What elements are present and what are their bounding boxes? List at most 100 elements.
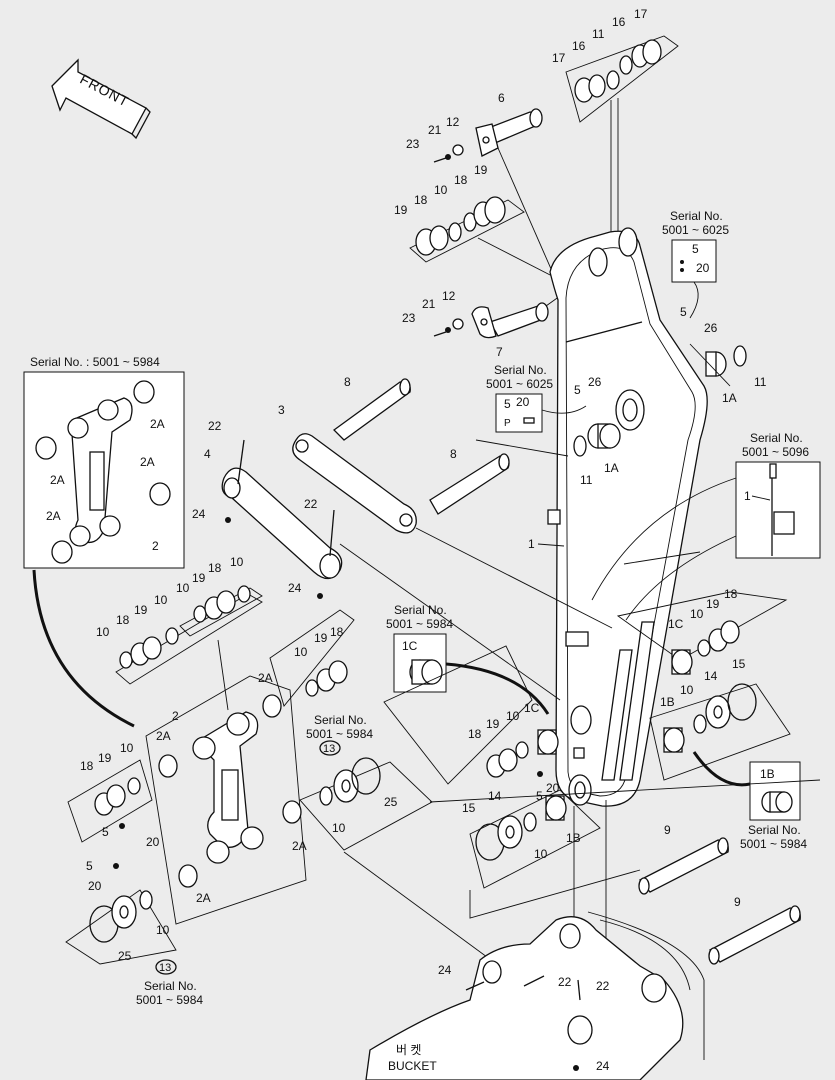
svg-text:Serial No.: Serial No. <box>670 209 723 223</box>
callout-12b: 12 <box>442 289 456 303</box>
callout-16a: 16 <box>572 39 586 53</box>
svg-text:Serial No.: Serial No. <box>748 823 801 837</box>
front-arrow-icon: FRONT <box>51 58 151 140</box>
callout-m10: 10 <box>506 709 520 723</box>
callout-r1c: 1C <box>668 617 684 631</box>
callout-18b: 18 <box>454 173 468 187</box>
serial-13-bottom-title: Serial No. <box>144 979 197 993</box>
part-13-circle-mid <box>319 740 341 756</box>
bushing-group-center <box>269 609 355 707</box>
serial-box-1c: Serial No. 5001 ~ 5984 1C <box>386 603 550 715</box>
bucket-korean-label: 버 켓 <box>396 1043 421 1057</box>
callout-16b: 16 <box>612 15 626 29</box>
callout-m15: 15 <box>462 801 476 815</box>
callout-l18a: 18 <box>116 613 130 627</box>
bushing-group-center-bottom <box>383 645 559 785</box>
callout-6: 6 <box>498 91 505 105</box>
callout-18a: 18 <box>414 193 428 207</box>
svg-text:2A: 2A <box>50 473 65 487</box>
callout-m18: 18 <box>468 727 482 741</box>
svg-text:2A: 2A <box>140 455 155 469</box>
pin-8b <box>429 453 510 515</box>
svg-text:1: 1 <box>744 489 751 503</box>
callout-m19: 19 <box>486 717 500 731</box>
callout-l10f: 10 <box>332 821 346 835</box>
callout-m14: 14 <box>488 789 502 803</box>
part-13-mid: 13 <box>323 743 335 755</box>
callout-l2: 2 <box>172 709 179 723</box>
callout-l10g: 10 <box>156 923 170 937</box>
callout-12a: 12 <box>446 115 460 129</box>
serial-box-left: Serial No. : 5001 ~ 5984 2A 2A 2A 2A 2 <box>23 355 185 728</box>
callout-24a: 24 <box>192 507 206 521</box>
callout-l10d: 10 <box>230 555 244 569</box>
svg-text:2A: 2A <box>150 417 165 431</box>
callout-3: 3 <box>278 403 285 417</box>
callout-l5b: 5 <box>86 859 93 873</box>
pin-8a <box>333 378 411 441</box>
bushing-group-1b-left <box>469 789 601 889</box>
svg-text:2A: 2A <box>46 509 61 523</box>
callout-11c: 11 <box>580 473 593 487</box>
bushing-group-1b-right <box>649 683 791 787</box>
callout-l2a2: 2A <box>258 671 273 685</box>
callout-l10b: 10 <box>154 593 168 607</box>
callout-8a: 8 <box>344 375 351 389</box>
callout-10a: 10 <box>434 183 448 197</box>
link-2-lower <box>145 675 307 925</box>
callout-24d: 24 <box>596 1059 610 1073</box>
callout-l10e2: 10 <box>120 741 134 755</box>
callout-19b: 19 <box>474 163 488 177</box>
svg-text:5: 5 <box>504 397 511 411</box>
serial-box-mid: Serial No. 5001 ~ 6025 5 20 P <box>486 363 587 433</box>
callout-11b: 11 <box>754 375 767 389</box>
serial-13-mid-range: 5001 ~ 5984 <box>306 727 373 741</box>
callout-l2a3: 2A <box>292 839 307 853</box>
bushing-group-1c-right <box>616 591 788 675</box>
svg-text:20: 20 <box>516 395 530 409</box>
callout-17b: 17 <box>634 7 648 21</box>
callout-5a: 5 <box>680 305 687 319</box>
svg-text:5001 ~ 6025: 5001 ~ 6025 <box>486 377 553 391</box>
link-4 <box>217 439 343 711</box>
ring-group-13-mid <box>299 757 433 851</box>
callout-l25b: 25 <box>118 949 132 963</box>
callout-22c: 22 <box>558 975 572 989</box>
svg-text:5: 5 <box>692 242 699 256</box>
callout-7: 7 <box>496 345 503 359</box>
pin-9a <box>638 837 729 895</box>
bushing-1a-lower <box>573 423 621 457</box>
part-13-bottom: 13 <box>159 962 171 974</box>
callout-l2a1: 2A <box>156 729 171 743</box>
callout-m1c: 1C <box>524 701 540 715</box>
callout-r10b: 10 <box>680 683 694 697</box>
bushing-1a-upper <box>689 343 747 387</box>
callout-l2a4: 2A <box>196 891 211 905</box>
callout-l25a: 25 <box>384 795 398 809</box>
svg-text:5001 ~ 5984: 5001 ~ 5984 <box>740 837 807 851</box>
pin-9b <box>708 905 801 965</box>
svg-text:20: 20 <box>696 261 710 275</box>
callout-23a: 23 <box>406 137 420 151</box>
callout-l10e: 10 <box>294 645 308 659</box>
callout-21a: 21 <box>428 123 442 137</box>
svg-text:2: 2 <box>152 539 159 553</box>
serial-13-mid-title: Serial No. <box>314 713 367 727</box>
svg-text:Serial No.: Serial No. <box>394 603 447 617</box>
callout-l20a: 20 <box>146 835 160 849</box>
serial-13-bottom-range: 5001 ~ 5984 <box>136 993 203 1007</box>
callout-26b: 26 <box>588 375 602 389</box>
link-3 <box>292 433 417 534</box>
callout-22a: 22 <box>208 419 222 433</box>
pin-6 <box>433 108 556 279</box>
callout-24c: 24 <box>438 963 452 977</box>
callout-l10c: 10 <box>176 581 190 595</box>
ring-group-13-bottom <box>65 889 177 965</box>
callout-l20b: 20 <box>88 879 102 893</box>
callout-r15: 15 <box>732 657 746 671</box>
arm-main-part-1 <box>547 227 708 807</box>
callout-r18: 18 <box>724 587 738 601</box>
bucket: 버 켓 BUCKET <box>365 911 705 1080</box>
